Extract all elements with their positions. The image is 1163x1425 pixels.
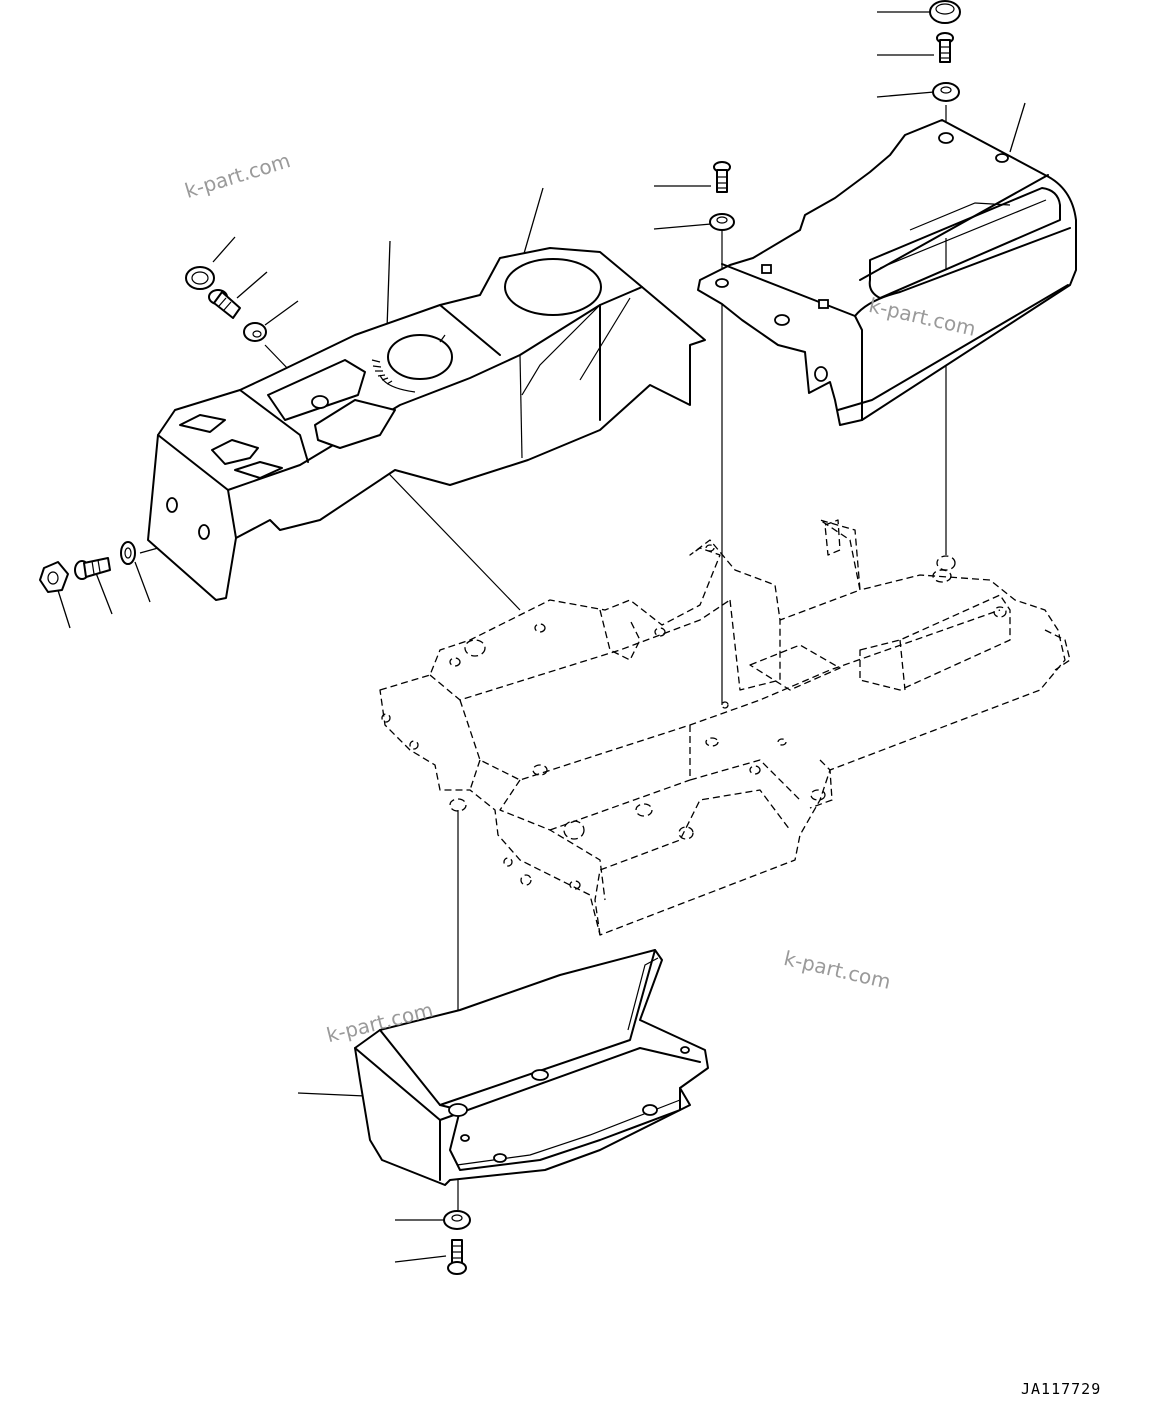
grommet-top — [932, 82, 960, 102]
grommet-left — [243, 322, 267, 342]
rear-cover — [697, 119, 1077, 426]
bolt-bottom — [447, 1239, 467, 1275]
bolt-top — [936, 32, 954, 63]
grommet-bottom — [443, 1210, 471, 1230]
console-cover — [147, 247, 706, 601]
washer-mid — [709, 213, 735, 231]
under-cover — [354, 949, 709, 1186]
nut — [39, 561, 69, 593]
leader-lines — [55, 11, 1026, 1263]
base-frame — [379, 519, 1071, 936]
washer-side — [120, 541, 136, 565]
screw — [208, 289, 241, 319]
washer-top — [929, 0, 961, 24]
bolt-side — [74, 557, 111, 580]
bolt-mid — [713, 161, 731, 193]
clip — [185, 266, 215, 290]
drawing-code-label: JA117729 — [1021, 1380, 1102, 1398]
